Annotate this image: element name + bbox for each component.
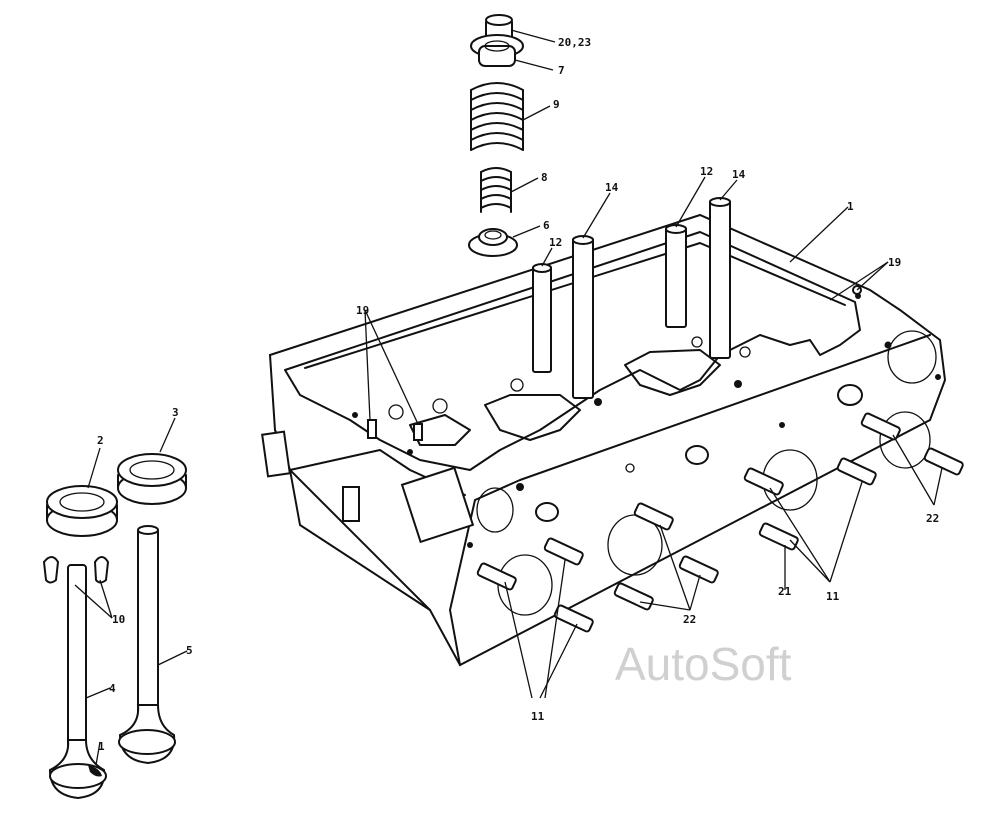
label-7: 7 [558,64,565,77]
label-20-23: 20,23 [558,36,591,49]
leader-lines [74,29,943,766]
label-19a: 19 [888,256,901,269]
valve-retainer-part [470,34,524,67]
label-1a: 1 [847,200,854,213]
label-9: 9 [553,98,560,111]
autosoft-watermark: AutoSoft [615,638,792,690]
dowel-rod-14a [572,235,594,399]
studs [476,412,964,633]
inner-valve-spring-part [480,167,512,213]
callout-labels: 20,23 7 9 8 6 12 14 12 14 1 19 19 3 2 10… [97,36,939,753]
label-19b: 19 [356,304,369,317]
outer-valve-spring-part [470,82,524,151]
label-21: 21 [778,585,792,598]
label-11a: 11 [826,590,840,603]
valve-5 [118,525,176,765]
label-22a: 22 [926,512,939,525]
cylinder-head-body [261,213,947,667]
label-6: 6 [543,219,550,232]
label-11b: 11 [531,710,545,723]
valve-keepers-10 [42,556,110,584]
label-12a: 12 [549,236,562,249]
spring-seat-part [468,228,518,257]
label-14a: 14 [605,181,619,194]
label-12b: 12 [700,165,713,178]
label-22b: 22 [683,613,696,626]
label-2: 2 [97,434,104,447]
label-1b: 1 [98,740,105,753]
label-14b: 14 [732,168,746,181]
valve-seat-ring-3 [117,453,187,505]
dowel-rod-12b [665,224,687,328]
label-8: 8 [541,171,548,184]
label-4: 4 [109,682,116,695]
dowel-rod-14b [709,197,731,359]
valve-seat-ring-2 [46,485,118,537]
valve-4 [48,564,107,800]
label-5: 5 [186,644,193,657]
label-10: 10 [112,613,125,626]
dowel-rod-12a [532,263,552,373]
label-3: 3 [172,406,179,419]
